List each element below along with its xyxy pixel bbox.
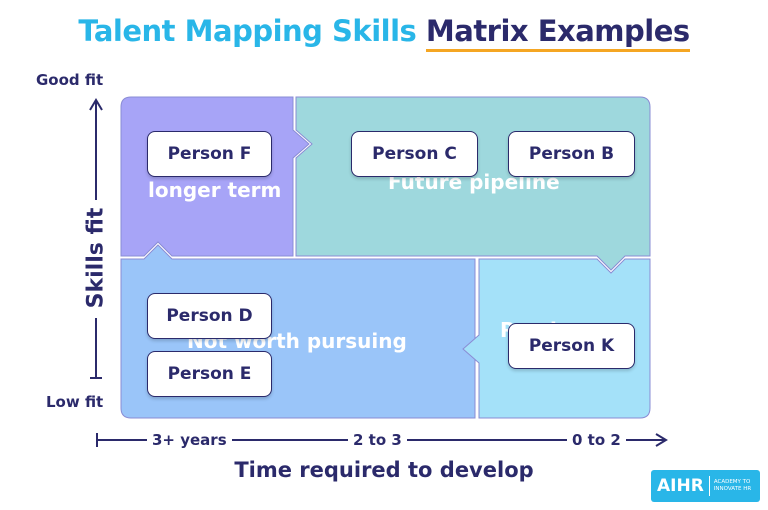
y-axis-top-label: Good fit [36, 71, 104, 89]
person-d-card: Person D [147, 293, 272, 339]
page-title: Talent Mapping Skills Matrix Examples [0, 14, 768, 52]
title-part-2: Matrix Examples [425, 14, 690, 52]
x-axis-title: Time required to develop [234, 458, 534, 482]
person-b-card: Person B [508, 131, 635, 177]
y-axis-bottom-label: Low fit [46, 393, 104, 411]
zone-label-longer-term: longer term [148, 178, 282, 202]
person-k-card: Person K [508, 323, 635, 369]
person-c-card: Person C [351, 131, 478, 177]
logo-tagline: ACADEMY TO INNOVATE HR [713, 479, 752, 492]
person-e-card: Person E [147, 351, 272, 397]
logo-name: AIHR [651, 476, 710, 496]
x-tick-0-to-2: 0 to 2 [567, 431, 626, 449]
y-axis-line [89, 98, 103, 379]
x-tick-3plus-years: 3+ years [147, 431, 232, 449]
x-tick-2-to-3: 2 to 3 [348, 431, 407, 449]
person-f-card: Person F [147, 131, 272, 177]
aihr-logo: AIHR ACADEMY TO INNOVATE HR [651, 470, 760, 502]
title-part-1: Talent Mapping Skills [78, 14, 417, 48]
